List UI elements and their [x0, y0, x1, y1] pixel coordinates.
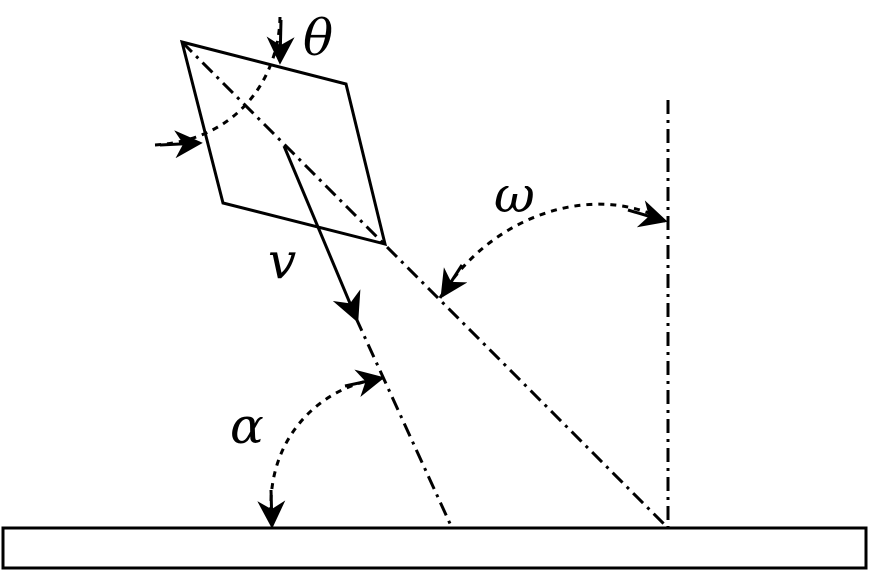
velocity-label: v	[268, 232, 296, 290]
omega-arc	[438, 202, 669, 299]
alpha-arrow-ground	[257, 489, 286, 529]
alpha-arc	[269, 376, 385, 526]
velocity-extension-line	[354, 317, 454, 529]
theta-arrow-top	[266, 19, 295, 65]
omega-arrow-left	[440, 264, 468, 299]
kite-body	[179, 39, 388, 247]
theta-arc	[154, 14, 282, 147]
velocity-vector	[282, 145, 361, 323]
alpha-arrow-line	[344, 369, 385, 398]
omega-label: ω	[494, 166, 535, 224]
tether-line	[180, 40, 670, 530]
alpha-label: α	[230, 397, 264, 455]
theta-label: θ	[303, 9, 333, 67]
theta-arrow-in	[159, 130, 203, 159]
ground-slab	[1, 526, 868, 570]
omega-arrow-right	[627, 200, 668, 228]
